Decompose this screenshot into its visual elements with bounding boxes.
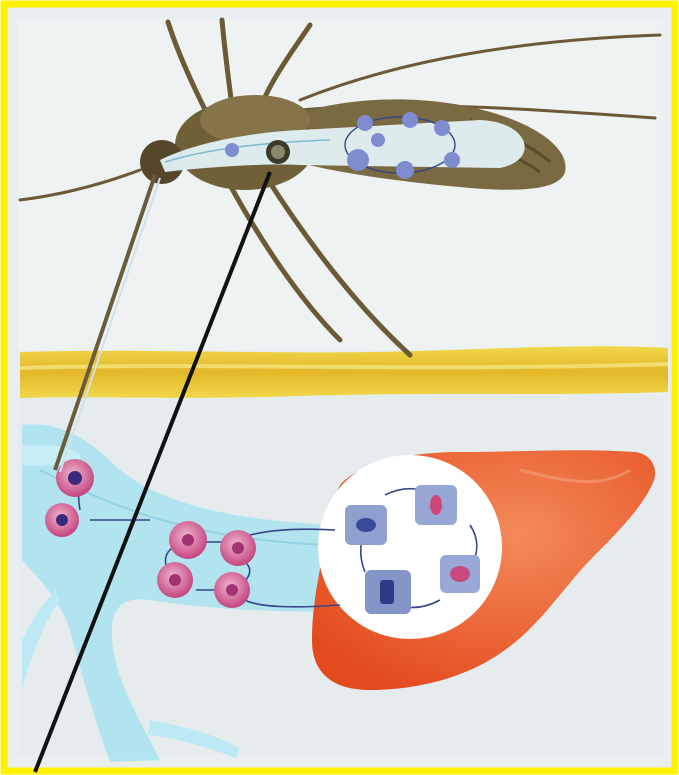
red-blood-cell-icon xyxy=(169,521,207,559)
parasite-cell xyxy=(347,149,369,171)
red-blood-cell-icon xyxy=(45,503,79,537)
sky-background xyxy=(18,20,663,350)
parasite-cell xyxy=(225,143,239,157)
parasite-cell xyxy=(371,133,385,147)
parasite-cell xyxy=(434,120,450,136)
parasite-cell xyxy=(357,115,373,131)
liver-cell-icon xyxy=(365,570,411,614)
skin-band xyxy=(20,346,668,398)
liver-cell-icon xyxy=(415,485,457,525)
red-blood-cell-icon xyxy=(220,530,256,566)
liver-cell-icon xyxy=(440,555,480,593)
liver-cycle-circle xyxy=(318,455,502,639)
parasite-cell xyxy=(402,112,418,128)
parasite-cell xyxy=(444,152,460,168)
parasite-cell xyxy=(396,161,414,179)
red-blood-cell-icon xyxy=(214,572,250,608)
red-blood-cell-icon xyxy=(157,562,193,598)
liver-cell-icon xyxy=(345,505,387,545)
